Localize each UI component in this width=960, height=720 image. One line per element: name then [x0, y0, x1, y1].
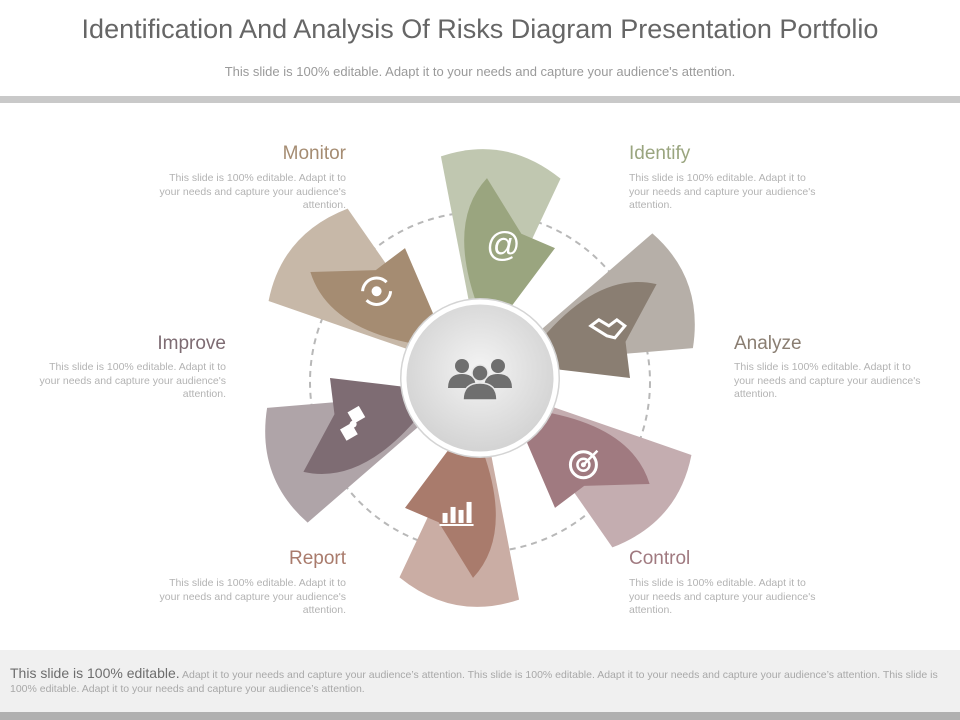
footer-rest: Adapt it to your needs and capture your … [10, 669, 938, 695]
svg-text:@: @ [486, 226, 521, 264]
segment-desc-monitor: This slide is 100% editable. Adapt it to… [159, 172, 346, 211]
segment-title-analyze: Analyze [734, 333, 802, 354]
segment-title-report: Report [288, 548, 346, 569]
footer-lead: This slide is 100% editable. [10, 665, 180, 681]
petal-front-identify [464, 178, 555, 307]
segment-desc-improve: This slide is 100% editable. Adapt it to… [39, 361, 226, 400]
segment-title-control: Control [629, 548, 691, 569]
segment-desc-analyze: This slide is 100% editable. Adapt it to… [734, 361, 921, 400]
target-icon [568, 449, 599, 480]
footer-panel: This slide is 100% editable. Adapt it to… [0, 650, 960, 712]
header-divider [0, 96, 960, 103]
segment-desc-identify: This slide is 100% editable. Adapt it to… [629, 172, 816, 211]
page-title: Identification And Analysis Of Risks Dia… [81, 14, 879, 44]
segment-title-improve: Improve [157, 333, 226, 354]
petal-front-monitor [310, 248, 433, 345]
segment-title-monitor: Monitor [282, 143, 346, 164]
footer-text: This slide is 100% editable. Adapt it to… [10, 666, 940, 696]
segment-desc-report: This slide is 100% editable. Adapt it to… [159, 577, 346, 616]
puzzle-icon [340, 405, 366, 441]
segment-desc-control: This slide is 100% editable. Adapt it to… [629, 577, 816, 616]
page-subtitle: This slide is 100% editable. Adapt it to… [224, 64, 736, 79]
at-sign-icon: @ [486, 226, 521, 264]
footer-divider [0, 712, 960, 720]
refresh-gear-icon [361, 276, 393, 306]
handshake-icon [588, 317, 628, 340]
team-icon [448, 359, 512, 401]
petal-front-improve [303, 378, 419, 475]
bar-chart-icon [439, 501, 474, 526]
segment-title-identify: Identify [629, 143, 691, 164]
petal-front-report [405, 449, 496, 578]
